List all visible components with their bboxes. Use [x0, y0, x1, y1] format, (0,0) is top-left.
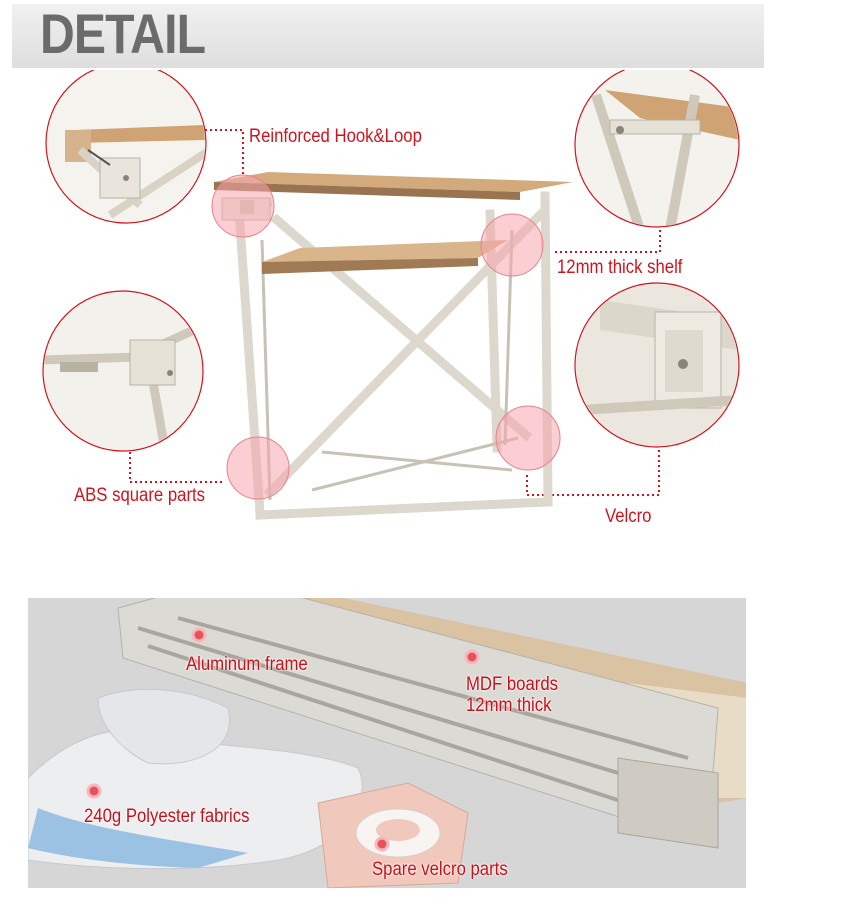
label-aluminum-frame-text: Aluminum frame	[186, 654, 308, 675]
connector-lines	[129, 129, 661, 496]
page-title: DETAIL	[40, 2, 206, 65]
label-aluminum-frame: Aluminum frame	[186, 654, 308, 675]
label-polyester-fabrics: 240g Polyester fabrics	[84, 806, 249, 827]
label-spare-velcro-text: Spare velcro parts	[372, 859, 508, 880]
header-band	[12, 4, 764, 68]
callout-12mm-shelf: 12mm thick shelf	[557, 257, 683, 278]
detail-circle-mid-left	[42, 290, 204, 452]
label-spare-velcro: Spare velcro parts	[372, 859, 508, 880]
label-polyester-text: 240g Polyester fabrics	[84, 806, 250, 827]
detail-circle-top-left	[45, 70, 207, 224]
label-mdf-line1: MDF boards	[466, 674, 558, 695]
label-mdf-line2: 12mm thick	[466, 695, 552, 716]
label-mdf-boards: MDF boards 12mm thick	[466, 674, 558, 716]
packing-photo: Aluminum frame MDF boards 12mm thick 240…	[28, 598, 746, 888]
detail-circle-top-right	[574, 70, 740, 228]
detail-circle-mid-right	[574, 282, 740, 448]
highlight-circles	[211, 174, 561, 500]
callout-reinforced-hook-loop: Reinforced Hook&Loop	[249, 126, 422, 147]
callout-abs-square-parts: ABS square parts	[74, 485, 206, 506]
callout-velcro: Velcro	[605, 506, 652, 527]
marker-dots	[86, 627, 480, 852]
product-illustration: Reinforced Hook&Loop 12mm thick shelf AB…	[0, 70, 855, 540]
packing-drawing	[28, 598, 746, 888]
counter-drawing	[42, 70, 740, 520]
